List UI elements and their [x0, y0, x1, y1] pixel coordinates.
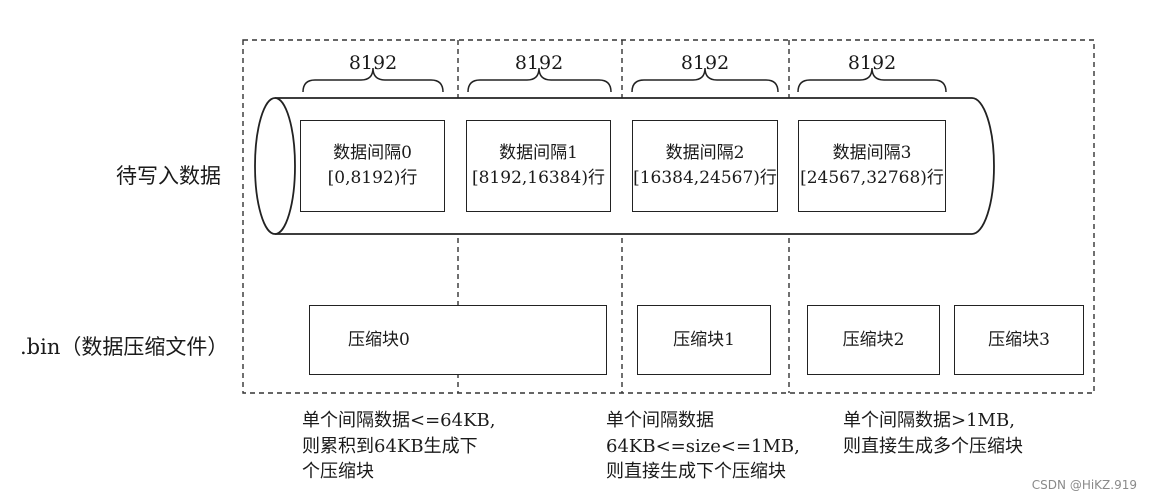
granule-title-0: 数据间隔0 — [333, 143, 412, 164]
granule-box-3: 数据间隔3 [24567,32768)行 — [798, 120, 946, 212]
granule-range-1: [8192,16384)行 — [471, 168, 605, 188]
csdn-watermark: CSDN @HiKZ.919 — [1031, 478, 1137, 492]
granule-count-3: 8192 — [847, 52, 897, 74]
compressed-block-label-2: 压缩块2 — [842, 329, 905, 350]
note-small-granule: 单个间隔数据<=64KB, 则累积到64KB生成下 个压缩块 — [302, 410, 496, 483]
compressed-block-2: 压缩块2 — [807, 305, 940, 375]
granule-box-0: 数据间隔0 [0,8192)行 — [300, 120, 445, 212]
granule-title-3: 数据间隔3 — [832, 143, 912, 164]
brace-2 — [631, 67, 779, 93]
compressed-block-label-0: 压缩块0 — [348, 329, 410, 350]
compressed-block-label-3: 压缩块3 — [988, 329, 1050, 350]
compressed-block-label-1: 压缩块1 — [673, 329, 735, 350]
granule-range-3: [24567,32768)行 — [800, 168, 944, 188]
note-large-granule: 单个间隔数据>1MB, 则直接生成多个压缩块 — [843, 410, 1023, 457]
granule-title-1: 数据间隔1 — [499, 143, 578, 164]
granule-count-0: 8192 — [348, 52, 398, 74]
compressed-block-0: 压缩块0 — [309, 305, 607, 375]
granule-count-1: 8192 — [514, 52, 564, 74]
brace-1 — [467, 67, 612, 93]
compressed-block-3: 压缩块3 — [954, 305, 1084, 375]
row-label-bin: .bin（数据压缩文件） — [20, 335, 229, 359]
granule-box-1: 数据间隔1 [8192,16384)行 — [466, 120, 611, 212]
note-medium-granule: 单个间隔数据 64KB<=size<=1MB, 则直接生成下个压缩块 — [606, 410, 800, 483]
cylinder-front-face — [254, 97, 296, 235]
granule-range-2: [16384,24567)行 — [633, 168, 777, 188]
granule-range-0: [0,8192)行 — [327, 168, 418, 188]
outer-dashed-frame — [242, 39, 1095, 394]
granule-title-2: 数据间隔2 — [665, 143, 745, 164]
brace-3 — [797, 67, 947, 93]
granule-count-2: 8192 — [680, 52, 730, 74]
row-label-input: 待写入数据 — [116, 164, 221, 188]
compressed-block-1: 压缩块1 — [637, 305, 771, 375]
brace-0 — [302, 67, 444, 93]
granule-box-2: 数据间隔2 [16384,24567)行 — [632, 120, 778, 212]
